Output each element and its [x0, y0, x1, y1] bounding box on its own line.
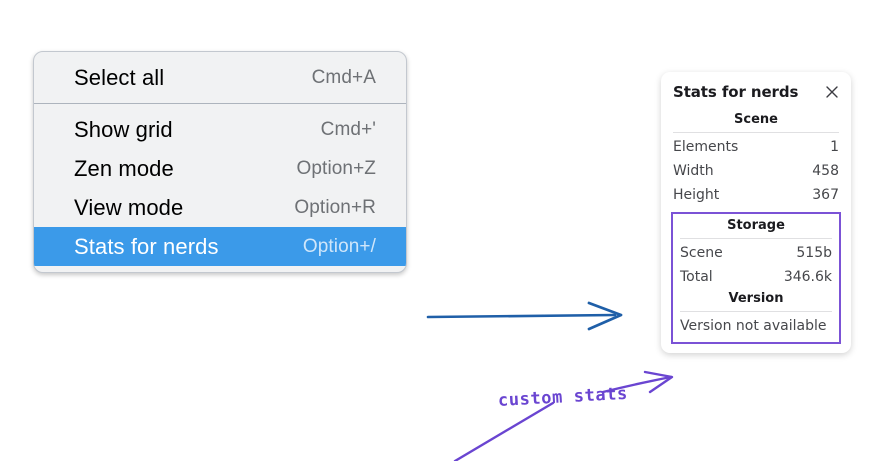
menu-item-shortcut: Cmd+A [311, 66, 376, 88]
menu-item-label: View mode [74, 194, 184, 220]
stat-value: 515b [796, 244, 832, 261]
section-heading-storage: Storage [727, 217, 785, 233]
divider [680, 237, 832, 239]
context-menu[interactable]: Select all Cmd+A Show grid Cmd+' Zen mod… [33, 51, 407, 273]
stat-value: 346.6k [783, 268, 832, 285]
panel-title: Stats for nerds [673, 83, 799, 101]
stat-key: Width [673, 162, 714, 179]
menu-item-select-all[interactable]: Select all Cmd+A [34, 58, 406, 97]
divider [680, 311, 832, 313]
stat-row-elements: Elements 1 [673, 136, 839, 160]
menu-item-zen-mode[interactable]: Zen mode Option+Z [34, 149, 406, 188]
stat-row-width: Width 458 [673, 160, 839, 184]
purple-pointer-line [453, 401, 555, 461]
stat-key: Height [673, 186, 720, 203]
stat-row-storage-total: Total 346.6k [680, 266, 832, 290]
annotation-label-custom-stats: custom stats [497, 383, 629, 411]
menu-item-show-grid[interactable]: Show grid Cmd+' [34, 110, 406, 149]
menu-item-label: Zen mode [74, 155, 174, 181]
menu-section-1: Select all Cmd+A [34, 52, 406, 103]
custom-stats-highlight-box: Storage Scene 515b Total 346.6k Version … [671, 211, 841, 345]
menu-divider [34, 103, 406, 104]
section-heading-scene: Scene [734, 112, 778, 127]
version-text: Version not available [680, 318, 827, 335]
stat-row-storage-scene: Scene 515b [680, 242, 832, 266]
stat-value: 1 [830, 139, 839, 155]
divider [673, 132, 839, 133]
stat-key: Total [680, 268, 713, 285]
panel-header: Stats for nerds [661, 83, 851, 101]
menu-item-label: Show grid [74, 116, 173, 142]
menu-item-shortcut: Option+R [294, 196, 376, 218]
stat-value: 458 [812, 162, 839, 179]
stat-key: Elements [673, 139, 739, 155]
menu-item-shortcut: Cmd+' [320, 118, 376, 140]
menu-item-shortcut: Option+/ [302, 235, 376, 257]
stat-value: 367 [812, 186, 839, 203]
stats-for-nerds-panel: Stats for nerds Scene Elements 1 Width 4… [661, 72, 851, 354]
blue-arrow [426, 301, 623, 331]
panel-body: Scene Elements 1 Width 458 Height 367 St… [661, 110, 851, 345]
menu-item-view-mode[interactable]: View mode Option+R [34, 188, 406, 227]
section-heading-version: Version [728, 291, 784, 307]
menu-section-2: Show grid Cmd+' Zen mode Option+Z View m… [34, 104, 406, 272]
menu-item-label: Stats for nerds [74, 233, 219, 259]
stat-key: Scene [680, 244, 723, 261]
menu-item-label: Select all [74, 64, 165, 90]
stat-row-height: Height 367 [673, 184, 839, 208]
menu-item-shortcut: Option+Z [296, 157, 376, 179]
close-icon[interactable] [824, 84, 840, 100]
menu-item-stats-for-nerds[interactable]: Stats for nerds Option+/ [34, 227, 406, 266]
